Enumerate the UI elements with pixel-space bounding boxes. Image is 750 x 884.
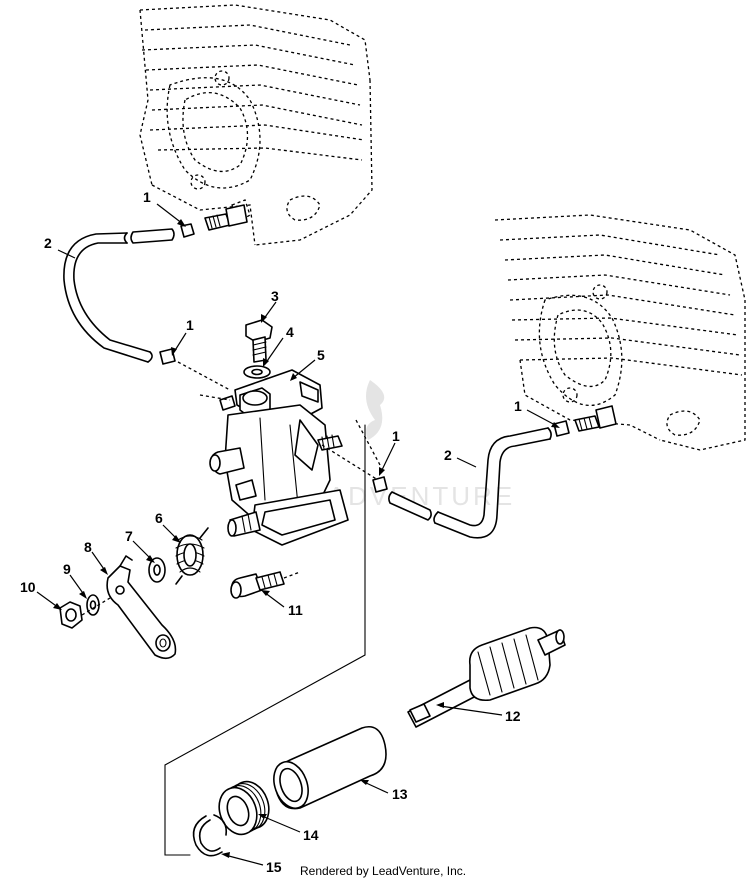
callout-4: 4 <box>286 324 294 340</box>
callout-2a: 2 <box>44 235 52 251</box>
oil-pump <box>199 319 379 546</box>
callout-9: 9 <box>63 561 71 577</box>
callout-1a: 1 <box>143 189 151 205</box>
screw-11 <box>230 571 301 599</box>
callout-leaders <box>36 203 560 866</box>
spring-6 <box>175 527 209 585</box>
callout-5: 5 <box>317 347 325 363</box>
callout-6: 6 <box>155 510 163 526</box>
engine-cylinder-upper <box>139 4 373 246</box>
callout-1b: 1 <box>186 317 194 333</box>
callout-3: 3 <box>271 288 279 304</box>
group-bracket <box>164 424 366 856</box>
lever-8 <box>106 555 177 660</box>
sleeve-13 <box>273 726 387 810</box>
hose-right <box>355 405 617 539</box>
callout-12: 12 <box>505 708 521 724</box>
callout-15: 15 <box>266 859 282 875</box>
callout-11: 11 <box>288 602 303 618</box>
washer-7 <box>148 557 166 583</box>
nut-10 <box>59 597 111 629</box>
footer-credit: Rendered by LeadVenture, Inc. <box>300 864 467 878</box>
callout-13: 13 <box>392 786 408 802</box>
callout-1c: 1 <box>514 398 522 414</box>
hose-left <box>63 204 248 391</box>
callout-14: 14 <box>303 827 319 843</box>
washer-9 <box>86 594 100 616</box>
callout-10: 10 <box>20 579 36 595</box>
seal-14 <box>218 780 270 836</box>
callouts: 1 2 1 3 4 5 1 1 2 6 7 8 9 10 11 12 13 14… <box>20 189 522 875</box>
callout-7: 7 <box>125 528 133 544</box>
snap-ring-15 <box>192 814 228 857</box>
callout-1d: 1 <box>392 428 400 444</box>
drive-gear-12 <box>407 626 566 728</box>
callout-8: 8 <box>84 539 92 555</box>
engine-cylinder-right <box>494 214 746 451</box>
callout-2b: 2 <box>444 447 452 463</box>
